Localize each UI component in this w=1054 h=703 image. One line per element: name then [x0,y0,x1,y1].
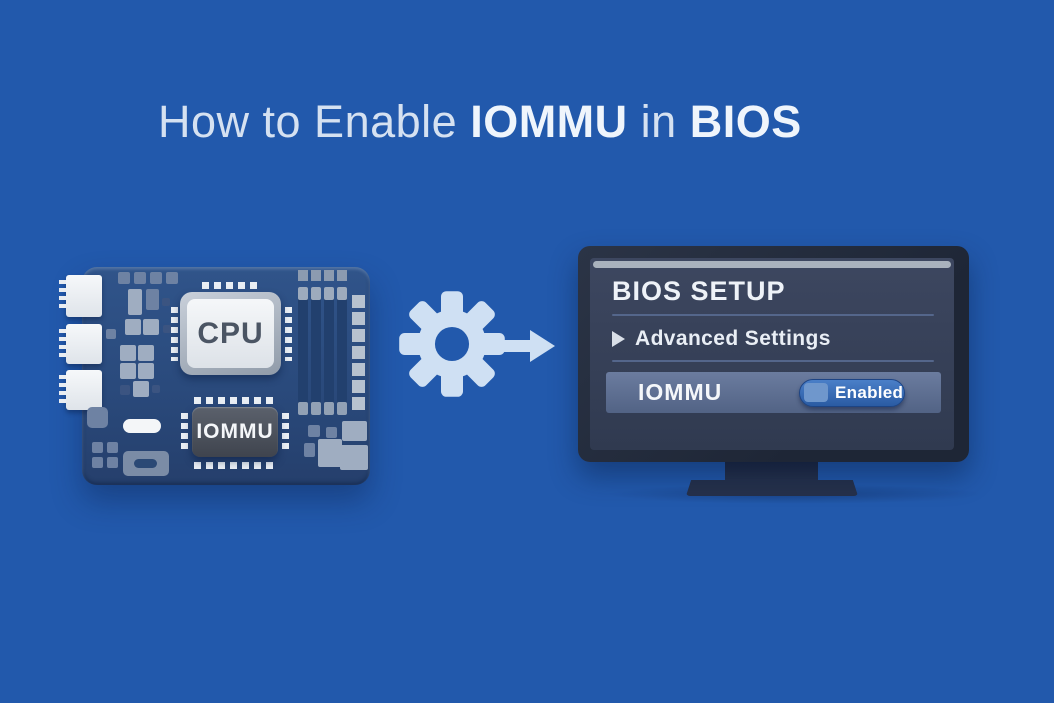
iommu-chip-label: IOMMU [196,420,274,443]
smd-component [107,442,118,453]
title-segment-iommu: IOMMU [470,96,628,147]
io-port-connector [59,275,102,317]
title-segment: How to Enable [158,96,471,147]
smd-component [138,345,154,361]
smd-component [87,407,108,428]
smd-component [92,442,103,453]
smd-component [120,385,130,395]
monitor-illustration: BIOS SETUP Advanced Settings IOMMU Enabl… [578,246,969,462]
toggle-value-label: Enabled [835,382,904,402]
divider [612,314,934,316]
screen-glare [593,261,951,268]
title-segment: in [627,96,690,147]
smd-component [318,439,342,467]
smd-component [125,319,141,335]
smd-component [133,381,149,397]
toggle-knob [804,383,828,402]
smd-component [163,325,171,333]
chip-pins [202,282,259,289]
smd-component [340,445,368,470]
smd-component [92,457,103,468]
triangle-right-icon [612,331,625,347]
smd-component [106,329,116,339]
bios-screen: BIOS SETUP Advanced Settings IOMMU Enabl… [590,258,954,450]
chip-pins [171,307,178,361]
smd-component [152,385,160,393]
chip-pins [194,462,276,469]
menu-item-advanced-settings[interactable]: Advanced Settings [612,324,831,354]
title-segment-bios: BIOS [689,96,802,147]
smd-component [146,289,159,310]
smd-component [342,421,367,441]
ram-cap-row [298,270,348,281]
ram-slot [337,287,347,415]
connector-slot [134,459,157,468]
cpu-chip-label: CPU [187,299,274,368]
chip-pins [285,307,292,361]
monitor-neck [725,461,818,482]
divider [612,360,934,362]
smd-component [143,319,159,335]
motherboard-illustration: CPU IOMMU [59,267,370,485]
smd-component [118,272,130,284]
setting-label: IOMMU [638,379,723,405]
gear-icon [399,291,505,397]
page-title: How to Enable IOMMU in BIOS [158,96,802,148]
ram-slot [311,287,321,415]
smd-component [308,425,320,437]
smd-component [150,272,162,284]
ram-slot [324,287,334,415]
smd-component [134,272,146,284]
enabled-toggle[interactable]: Enabled [799,378,905,407]
edge-connector [123,451,169,476]
smd-component [304,443,315,457]
smd-component [120,363,136,379]
smd-component-column [352,295,365,413]
monitor-base [686,480,858,496]
menu-item-label: Advanced Settings [635,327,831,350]
io-port-connector [59,324,102,364]
arrow-right-icon [503,330,555,362]
setting-row-iommu: IOMMU Enabled [606,372,941,413]
smd-component [166,272,178,284]
smd-component [138,363,154,379]
smd-component [107,457,118,468]
bios-setup-heading: BIOS SETUP [612,276,786,306]
smd-component [123,419,161,433]
smd-component [326,427,337,438]
chip-pins [282,413,289,453]
smd-component [120,345,136,361]
smd-component [128,289,142,315]
io-port-connector [59,370,102,410]
ram-slot [298,287,308,415]
chip-pins [181,413,188,453]
chip-pins [194,397,276,404]
iommu-chip: IOMMU [192,407,278,457]
smd-component [162,298,170,306]
cpu-chip: CPU [180,292,281,375]
